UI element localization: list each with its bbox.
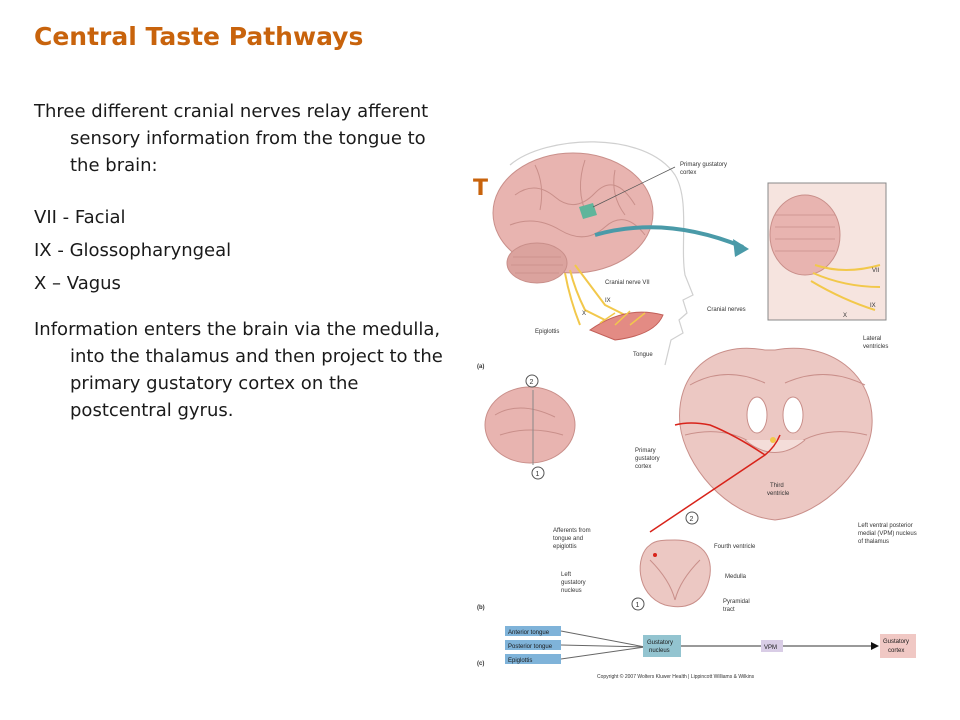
slide-body: Three different cranial nerves relay aff…: [34, 98, 459, 446]
inset-label-cranial-nerves: Cranial nerves: [707, 307, 746, 313]
nerve-item-facial: VII - Facial: [34, 207, 126, 228]
nerve-x: [564, 272, 581, 326]
figure-copyright: Copyright © 2007 Wolters Kluwer Health |…: [597, 673, 755, 680]
nerve-vii: [574, 264, 626, 316]
medulla-section: [639, 539, 711, 608]
label-tract: tract: [723, 607, 735, 613]
panel-b-tag: (b): [477, 605, 485, 611]
gustatory-cortex-highlight: [579, 203, 597, 219]
overlay-letter: T: [473, 176, 489, 201]
label-afferents-1: Afferents from: [553, 528, 591, 534]
label-left: Left: [561, 572, 571, 578]
box-vpm: VPM: [764, 645, 777, 651]
panel-c: Anterior tongue Posterior tongue Epiglot…: [477, 626, 916, 667]
inset-label-x: X: [843, 313, 847, 319]
label-nucleus: nucleus: [561, 588, 582, 594]
box-gustatory-cortex-2: cortex: [888, 648, 904, 654]
marker-1-large: 1: [636, 602, 640, 609]
marker-2-small: 2: [530, 379, 534, 386]
label-cranial-nerve-vii: Cranial nerve VII: [605, 280, 650, 286]
box-gustatory-nucleus-2: nucleus: [649, 648, 670, 654]
label-epiglottis: Epiglottis: [535, 329, 559, 335]
label-primary: Primary: [635, 448, 656, 454]
page-title: Central Taste Pathways: [34, 22, 364, 51]
taste-pathway-figure: Primary gustatory cortex Cranial nerve V…: [477, 141, 917, 680]
label-ventricle: ventricle: [767, 491, 790, 497]
label-vpm-2: medial (VPM) nucleus: [858, 531, 917, 537]
label-cortex-b: cortex: [635, 464, 651, 470]
label-ix: IX: [605, 298, 611, 304]
cerebellum: [506, 242, 568, 284]
label-lateral: Lateral: [863, 336, 881, 342]
label-tongue: Tongue: [633, 352, 653, 358]
label-fourth-ventricle: Fourth ventricle: [714, 544, 756, 550]
nerve-ix: [569, 269, 606, 321]
label-x: X: [582, 311, 586, 317]
marker-2-large: 2: [690, 516, 694, 523]
inset-arrow: [594, 225, 744, 249]
label-vpm-3: of thalamus: [858, 539, 889, 545]
label-third: Third: [770, 483, 784, 489]
label-medulla: Medulla: [725, 574, 747, 580]
conclusion-paragraph: Information enters the brain via the med…: [34, 319, 443, 421]
input-anterior-tongue: Anterior tongue: [508, 630, 550, 636]
label-primary-gustatory-a: Primary gustatory: [680, 162, 727, 168]
label-afferents-2: tongue and: [553, 536, 583, 542]
inset-label-ix: IX: [870, 303, 876, 309]
input-posterior-tongue: Posterior tongue: [508, 644, 553, 650]
panel-b: 2 1 Lateral ventricles Primary gustatory…: [477, 336, 917, 613]
label-pyramidal: Pyramidal: [723, 599, 750, 605]
inset-label-vii: VII: [872, 268, 880, 274]
panel-c-tag: (c): [477, 661, 484, 667]
label-cortex-a: cortex: [680, 170, 696, 176]
box-gustatory-cortex-1: Gustatory: [883, 639, 909, 645]
tongue: [588, 311, 664, 341]
box-gustatory-nucleus-1: Gustatory: [647, 640, 673, 646]
nerve-item-glossopharyngeal: IX - Glossopharyngeal: [34, 240, 232, 261]
label-gustatory: gustatory: [635, 456, 660, 462]
label-vpm-1: Left ventral posterior: [858, 523, 913, 529]
panel-a: Primary gustatory cortex Cranial nerve V…: [477, 141, 887, 370]
panel-a-tag: (a): [477, 364, 484, 370]
coronal-section: [679, 347, 873, 521]
intro-paragraph: Three different cranial nerves relay aff…: [34, 101, 429, 176]
label-afferents-3: epiglottis: [553, 544, 577, 550]
label-left-gustatory: gustatory: [561, 580, 586, 586]
label-ventricles: ventricles: [863, 344, 888, 350]
input-epiglottis: Epiglottis: [508, 658, 532, 664]
head-outline: [509, 141, 694, 366]
sagittal-brain: [484, 386, 576, 464]
nerve-item-vagus: X – Vagus: [34, 273, 121, 294]
taste-pathway-line: [649, 422, 781, 533]
marker-1-small: 1: [536, 471, 540, 478]
